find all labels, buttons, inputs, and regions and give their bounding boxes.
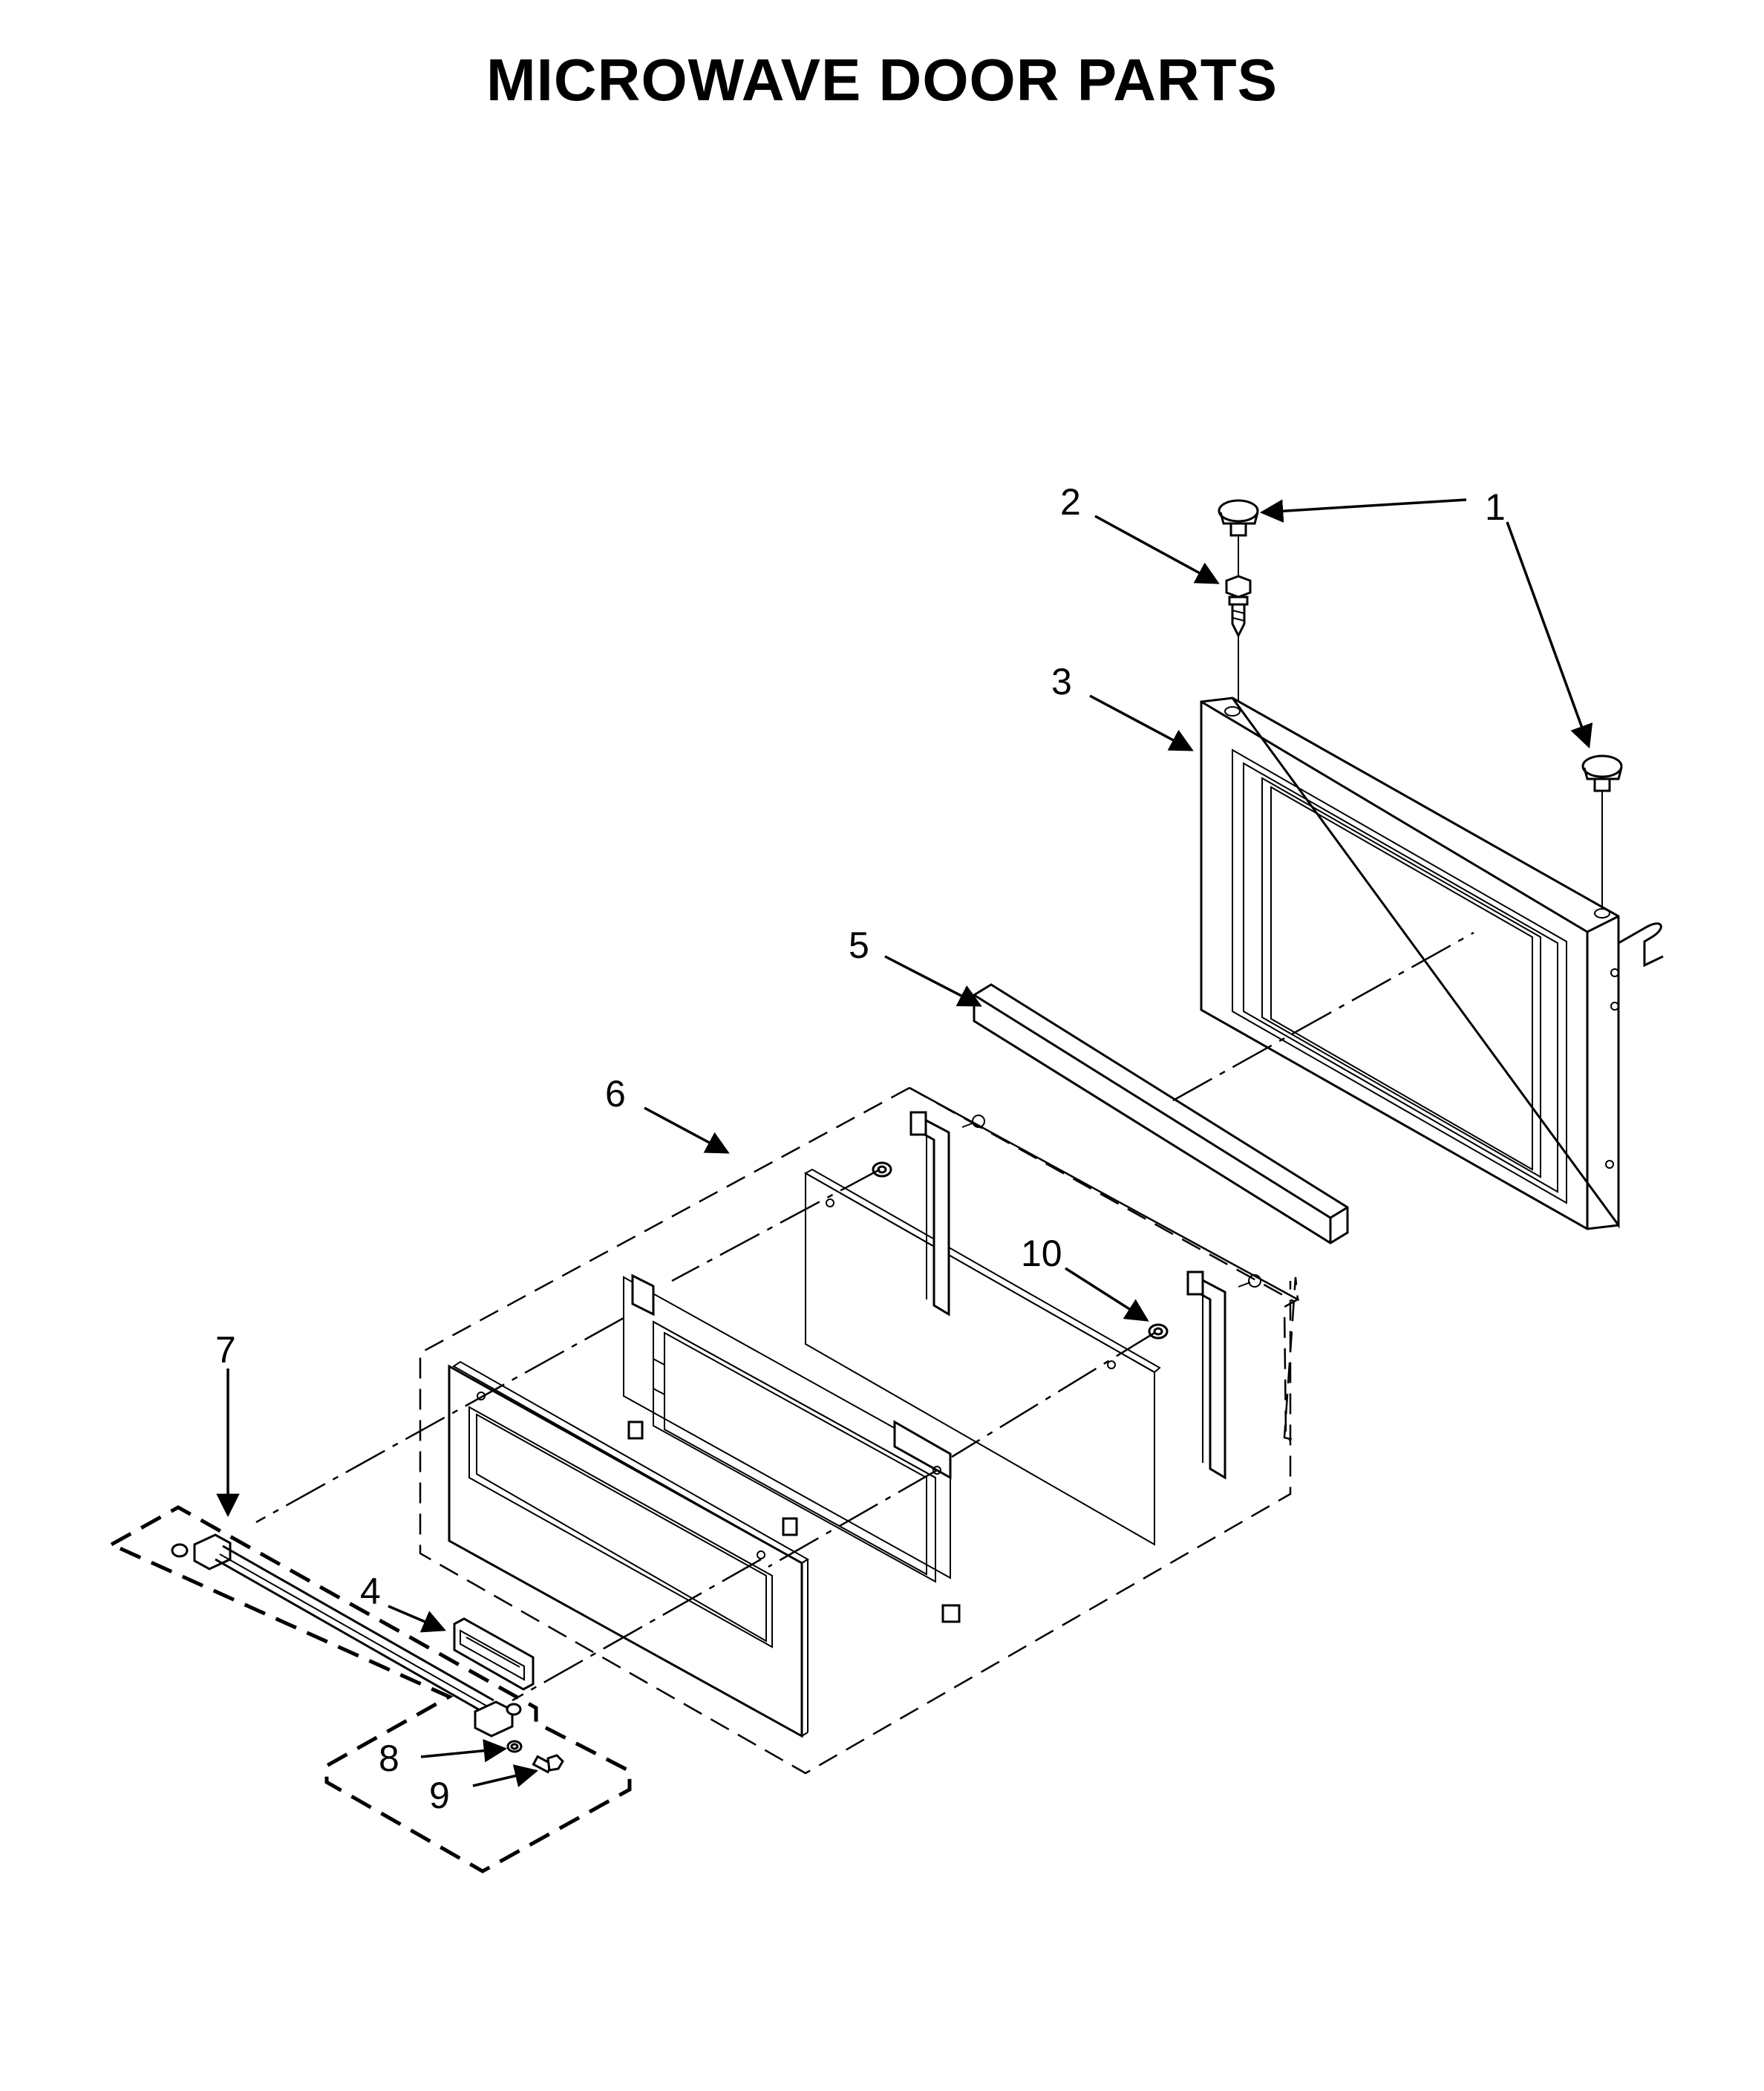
- part-6-glass-panel: [803, 1168, 1161, 1546]
- leader-1-side: [1506, 521, 1593, 748]
- callout-7: 7: [215, 1329, 236, 1371]
- part-6-front-panel: [448, 1360, 809, 1738]
- leader-4: [388, 1605, 446, 1633]
- part-7-handle: [171, 1533, 522, 1738]
- part-4-badge: [453, 1617, 535, 1691]
- callout-3: 3: [1051, 661, 1072, 702]
- callout-9: 9: [429, 1775, 450, 1816]
- part-8-washer: [506, 1740, 523, 1753]
- part-3-door-frame: [1200, 697, 1664, 1230]
- leader-5: [884, 955, 982, 1007]
- part-1-plug-side: [1581, 754, 1623, 792]
- callout-1: 1: [1485, 486, 1506, 528]
- part-5-choke-strip: [973, 983, 1349, 1245]
- leader-6: [644, 1106, 730, 1154]
- part-7-handle-kit-outline: [107, 1505, 632, 1873]
- leader-3: [1089, 694, 1194, 751]
- callout-5: 5: [849, 924, 869, 966]
- leader-1-top: [1259, 498, 1467, 523]
- diagram-title: MICROWAVE DOOR PARTS: [486, 47, 1278, 113]
- leader-2: [1094, 515, 1220, 584]
- leader-9: [472, 1764, 539, 1787]
- part-1-plug-top: [1218, 499, 1259, 537]
- part-6-hinge-right: [1186, 1270, 1261, 1480]
- callout-2: 2: [1060, 481, 1081, 523]
- leader-8: [420, 1739, 508, 1763]
- callout-4: 4: [360, 1570, 381, 1612]
- part-6-inner-frame: [623, 1273, 961, 1623]
- part-6-hinge-left: [909, 1111, 985, 1317]
- part-9-screw: [532, 1754, 564, 1774]
- callout-10: 10: [1021, 1233, 1062, 1274]
- callout-8: 8: [379, 1738, 399, 1779]
- part-2-screw: [1225, 575, 1252, 639]
- part-10-washers: [872, 1161, 1169, 1340]
- leader-10: [1065, 1267, 1149, 1322]
- callout-6: 6: [605, 1073, 626, 1115]
